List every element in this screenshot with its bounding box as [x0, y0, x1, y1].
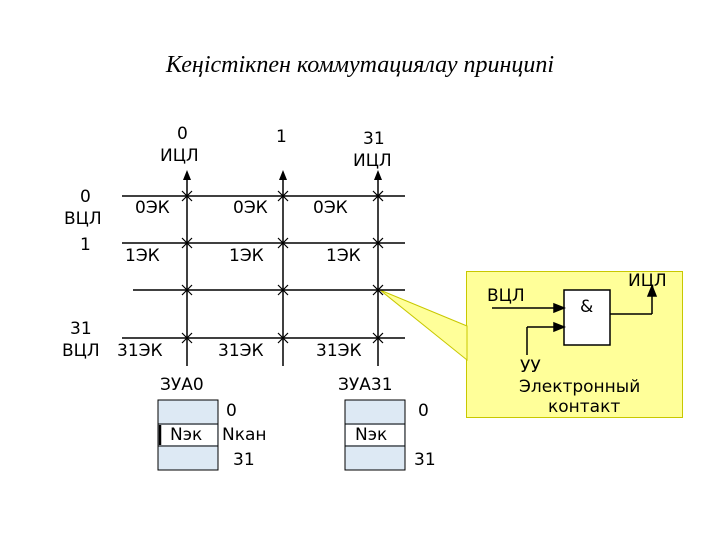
crosspoint	[277, 190, 289, 202]
output-31-name: ИЦЛ	[353, 151, 392, 171]
memory-left-cell-right: Nкан	[222, 425, 267, 445]
callout-caption-line1: Электронный	[519, 377, 641, 397]
crosspoint	[372, 237, 384, 249]
crosspoint	[372, 284, 384, 296]
memory-left-bottom: 31	[233, 450, 255, 470]
crosspoint	[277, 284, 289, 296]
contact-label: 31ЭК	[218, 341, 264, 361]
contact-label: 0ЭК	[135, 198, 170, 218]
input-1-number: 1	[80, 235, 91, 255]
crosspoint	[181, 284, 193, 296]
callout-pointer	[379, 289, 468, 362]
output-31-number: 31	[363, 129, 385, 149]
output-1-number: 1	[276, 127, 287, 147]
crosspoint	[277, 332, 289, 344]
memory-right-title: ЗУА31	[338, 375, 393, 395]
memory-right-cell: Nэк	[355, 425, 388, 445]
crosspoints	[181, 190, 384, 344]
control-label: УУ	[520, 357, 541, 377]
memory-block-left	[157, 399, 219, 471]
contact-label: 1ЭК	[326, 246, 361, 266]
diagram-title: Кеңістікпен коммутациялау принципі	[165, 52, 555, 78]
callout-output-label: ИЦЛ	[628, 271, 667, 291]
input-31-number: 31	[70, 319, 92, 339]
memory-left-title: ЗУА0	[160, 375, 204, 395]
output-0-name: ИЦЛ	[160, 146, 199, 166]
callout-input-label: ВЦЛ	[487, 286, 525, 306]
arrow-up-31	[374, 170, 382, 180]
crosspoint	[372, 190, 384, 202]
and-gate	[492, 283, 658, 355]
crosspoint	[372, 332, 384, 344]
input-31-name: ВЦЛ	[62, 341, 100, 361]
contact-label: 31ЭК	[316, 341, 362, 361]
gate-symbol: &	[580, 297, 594, 317]
memory-left-cell: Nэк	[170, 425, 203, 445]
input-0-name: ВЦЛ	[64, 209, 102, 229]
arrow-up-1	[279, 170, 287, 180]
crosspoint	[181, 190, 193, 202]
memory-right-bottom: 31	[414, 450, 436, 470]
crosspoint	[277, 237, 289, 249]
contact-label: 1ЭК	[229, 246, 264, 266]
contact-label: 31ЭК	[117, 341, 163, 361]
memory-left-top: 0	[226, 401, 237, 421]
output-0-number: 0	[177, 124, 188, 144]
contact-label: 0ЭК	[233, 198, 268, 218]
crosspoint	[181, 237, 193, 249]
memory-block-right	[344, 399, 406, 471]
memory-right-top: 0	[418, 401, 429, 421]
callout-caption-line2: контакт	[548, 397, 621, 417]
input-0-number: 0	[80, 187, 91, 207]
crosspoint	[181, 332, 193, 344]
arrow-up-0	[183, 170, 191, 180]
contact-label: 0ЭК	[313, 198, 348, 218]
contact-label: 1ЭК	[125, 246, 160, 266]
